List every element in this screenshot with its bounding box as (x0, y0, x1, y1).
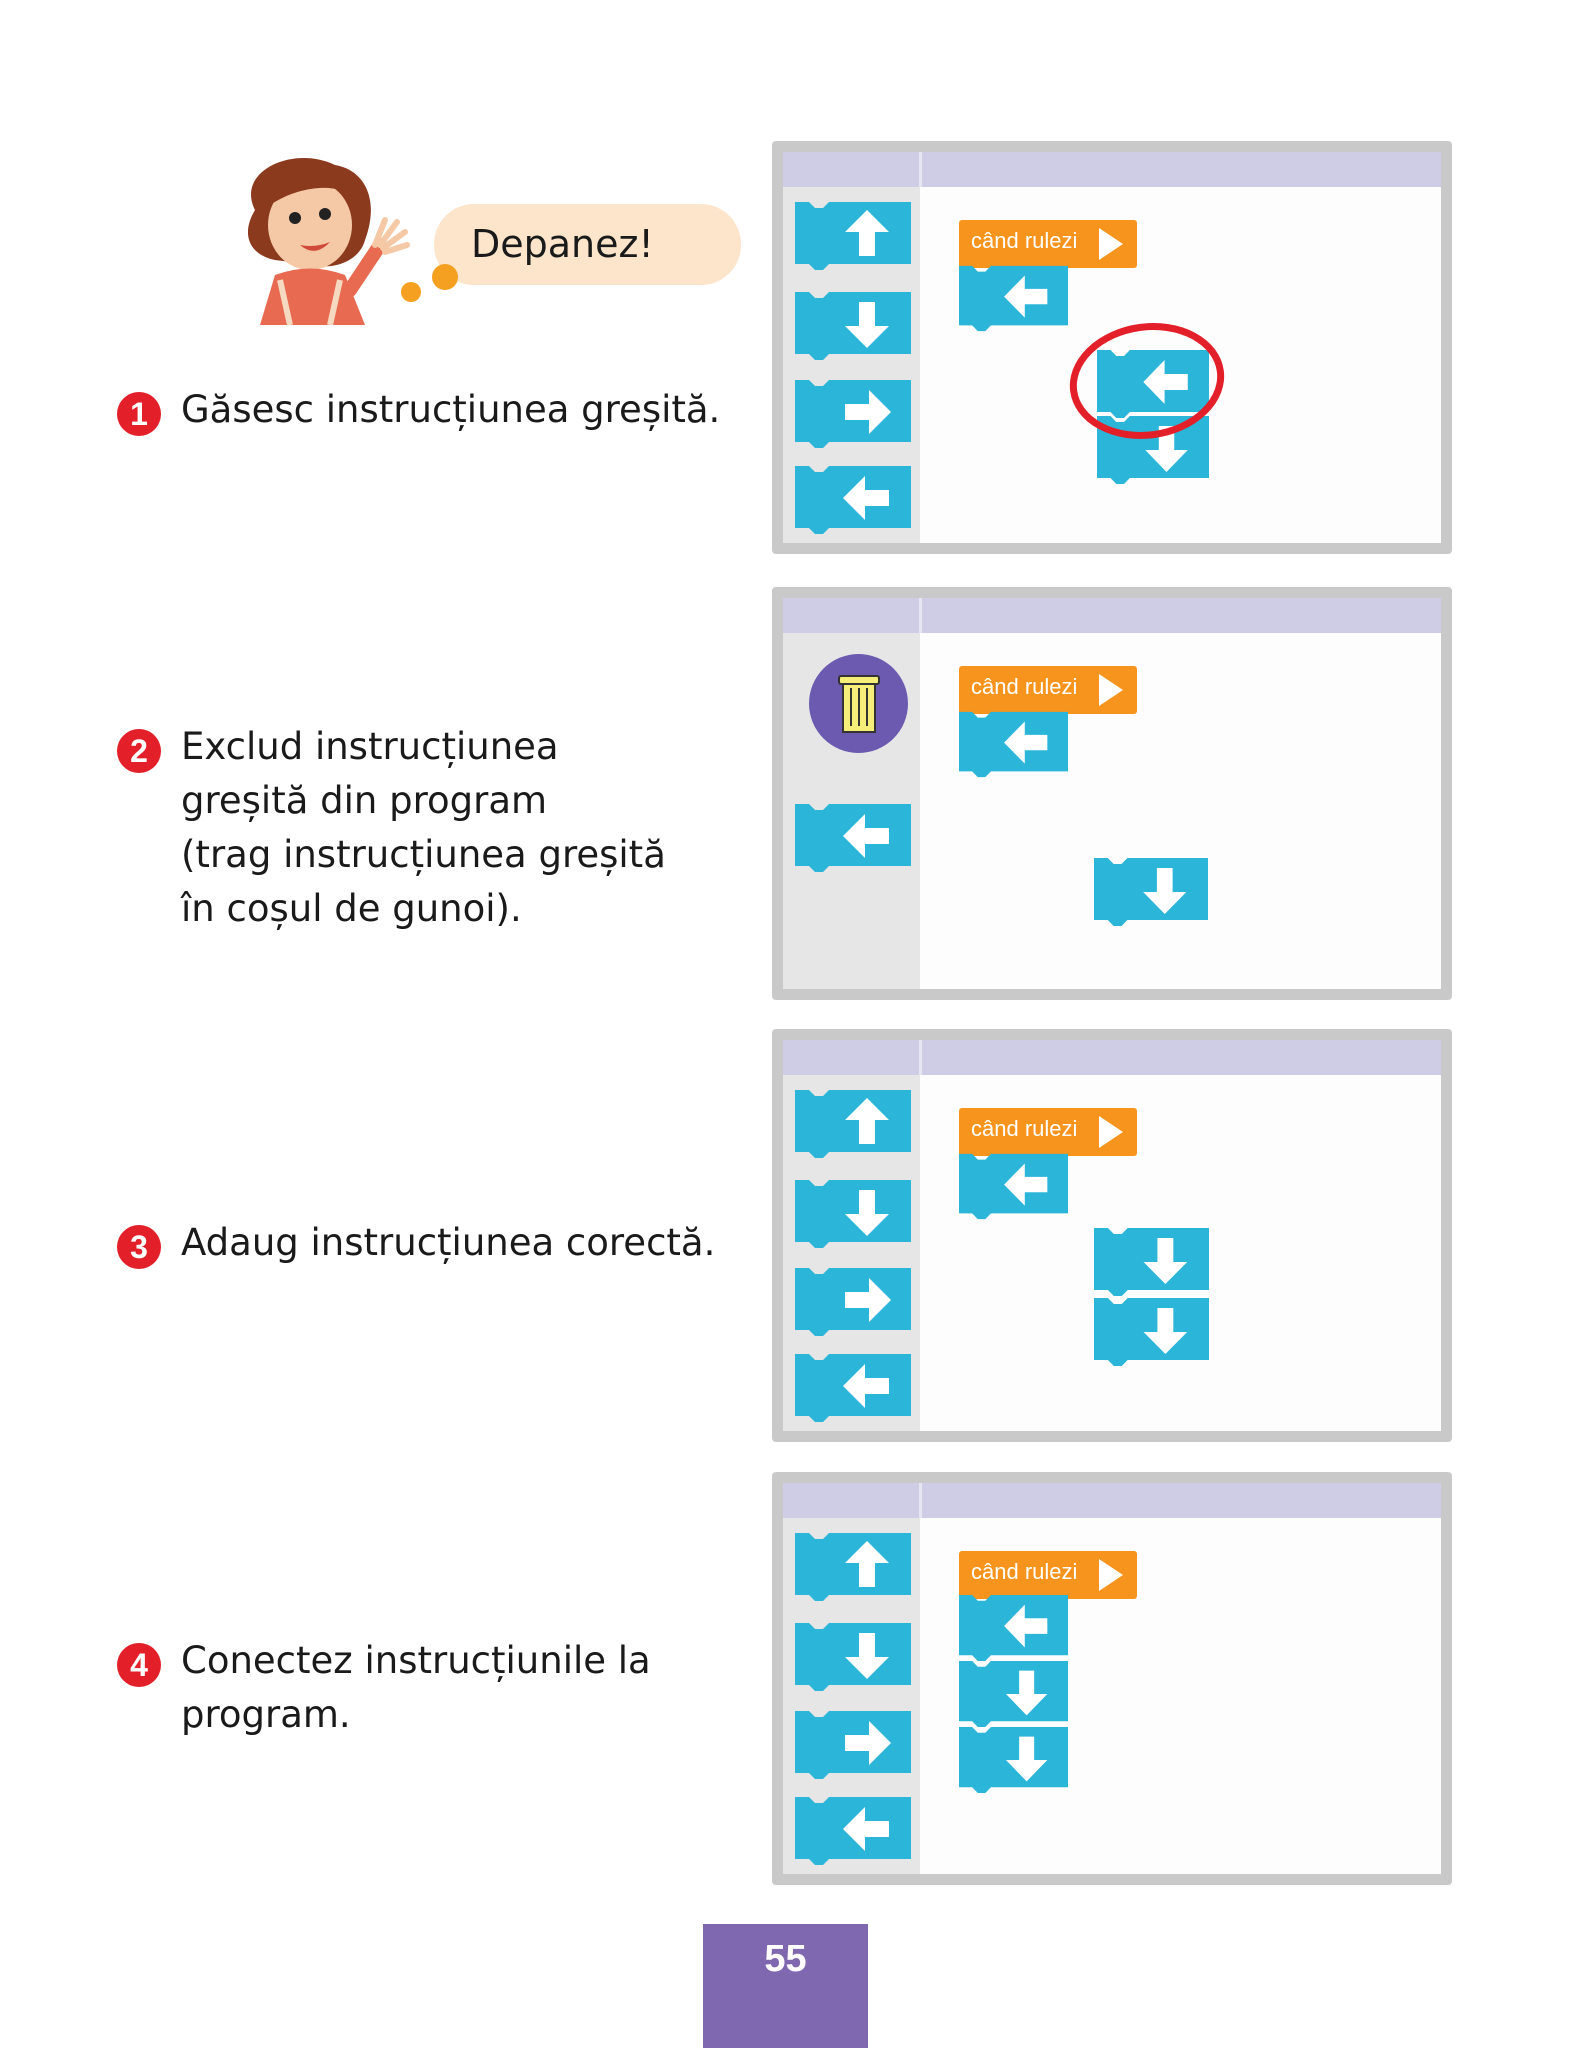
step-4: 4 Conectez instrucțiunile la program. (117, 1634, 651, 1742)
arrow-down-icon (845, 302, 889, 348)
when-run-label: când rulezi (971, 1559, 1078, 1584)
step-number-badge: 4 (117, 1643, 161, 1687)
step-text: Exclud instrucțiunea (181, 725, 559, 768)
step-text: (trag instrucțiunea greșită (181, 833, 666, 876)
play-icon (1099, 1116, 1123, 1148)
palette-block-left[interactable] (795, 464, 911, 536)
arrow-left-icon (1143, 360, 1188, 404)
program-block-down[interactable] (959, 1659, 1068, 1729)
arrow-right-icon (845, 1721, 891, 1765)
palette-block-left[interactable] (795, 1795, 911, 1867)
arrow-right-icon (845, 390, 891, 434)
when-run-label: când rulezi (971, 228, 1078, 253)
arrow-left-icon (1004, 1604, 1048, 1648)
arrow-up-icon (845, 1098, 889, 1144)
play-icon (1099, 228, 1123, 260)
code-block-body (795, 1533, 911, 1601)
when-run-label: când rulezi (971, 674, 1078, 699)
code-block-body (795, 202, 911, 270)
panel-header (783, 1040, 1441, 1075)
arrow-down-icon (1005, 1736, 1048, 1782)
loose-block-down[interactable] (1094, 1296, 1209, 1368)
loose-block-left-wrong[interactable] (1097, 348, 1209, 420)
loose-block-down[interactable] (1094, 1226, 1209, 1298)
step-text: program. (181, 1693, 351, 1736)
arrow-down-icon (845, 1633, 889, 1679)
bubble-dot (401, 282, 421, 302)
panel-header (783, 152, 1441, 187)
palette-block-up[interactable] (795, 200, 911, 272)
arrow-down-icon (1145, 426, 1188, 472)
palette-block-left[interactable] (795, 1352, 911, 1424)
program-block-left[interactable] (959, 710, 1068, 779)
trash-can-icon[interactable] (809, 654, 908, 753)
step-text: Conectez instrucțiunile la (181, 1639, 651, 1682)
girl-illustration (247, 157, 410, 325)
program-block-left[interactable] (959, 1152, 1068, 1221)
step-text: în coșul de gunoi). (181, 887, 522, 930)
palette-block-down[interactable] (795, 1621, 911, 1693)
panel-header (783, 1483, 1441, 1518)
when-run-block[interactable]: când rulezi (959, 1551, 1137, 1599)
arrow-down-icon (1005, 1670, 1048, 1716)
palette-block-up[interactable] (795, 1088, 911, 1160)
palette-block-right[interactable] (795, 1709, 911, 1781)
palette-block-down[interactable] (795, 290, 911, 362)
step-number-badge: 1 (117, 392, 161, 436)
arrow-down-icon (1143, 1308, 1188, 1354)
program-block-left[interactable] (959, 264, 1068, 333)
step-3: 3 Adaug instrucțiunea corectă. (117, 1216, 715, 1270)
palette-block-up[interactable] (795, 1531, 911, 1603)
arrow-left-icon (1004, 275, 1048, 318)
step-text: Adaug instrucțiunea corectă. (181, 1221, 716, 1264)
arrow-left-icon (843, 814, 889, 858)
arrow-down-icon (1143, 868, 1187, 914)
page-number-box: 55 (703, 1924, 868, 2048)
step-number-badge: 3 (117, 1225, 161, 1269)
play-icon (1099, 674, 1123, 706)
when-run-label: când rulezi (971, 1116, 1078, 1141)
arrow-down-icon (1143, 1238, 1188, 1284)
step-text: Găsesc instrucțiunea greșită. (181, 388, 721, 431)
arrow-up-icon (845, 1541, 889, 1587)
speech-text: Depanez! (471, 222, 654, 266)
loose-block-down[interactable] (1094, 856, 1208, 928)
palette-block-left[interactable] (795, 802, 911, 874)
arrow-left-icon (843, 1807, 889, 1851)
program-block-left[interactable] (959, 1593, 1068, 1663)
step-2: 2 Exclud instrucțiunea greșită din progr… (117, 720, 666, 936)
bubble-dot (432, 264, 458, 290)
editor-panel-4: când rulezi (772, 1472, 1452, 1885)
red-circle-highlight (1069, 323, 1225, 439)
arrow-left-icon (843, 476, 889, 520)
arrow-down-icon (845, 1190, 889, 1236)
editor-panel-3: când rulezi (772, 1029, 1452, 1442)
step-number-badge: 2 (117, 729, 161, 773)
arrow-right-icon (845, 1278, 891, 1322)
arrow-left-icon (1004, 721, 1048, 764)
arrow-up-icon (845, 210, 889, 256)
program-block-down[interactable] (959, 1725, 1068, 1795)
play-icon (1099, 1559, 1123, 1591)
editor-panel-1: când rulezi (772, 141, 1452, 554)
step-1: 1 Găsesc instrucțiunea greșită. (117, 383, 720, 437)
when-run-block[interactable]: când rulezi (959, 666, 1137, 714)
speech-bubble: Depanez! (434, 204, 741, 285)
palette-block-right[interactable] (795, 1266, 911, 1338)
step-text: greșită din program (181, 779, 548, 822)
palette-block-down[interactable] (795, 1178, 911, 1250)
when-run-block[interactable]: când rulezi (959, 220, 1137, 268)
panel-header (783, 598, 1441, 633)
code-block-body (795, 1090, 911, 1158)
arrow-left-icon (843, 1364, 889, 1408)
palette-block-right[interactable] (795, 378, 911, 450)
arrow-left-icon (1004, 1163, 1048, 1206)
editor-panel-2: când rulezi (772, 587, 1452, 1000)
when-run-block[interactable]: când rulezi (959, 1108, 1137, 1156)
page-number: 55 (764, 1938, 807, 1980)
